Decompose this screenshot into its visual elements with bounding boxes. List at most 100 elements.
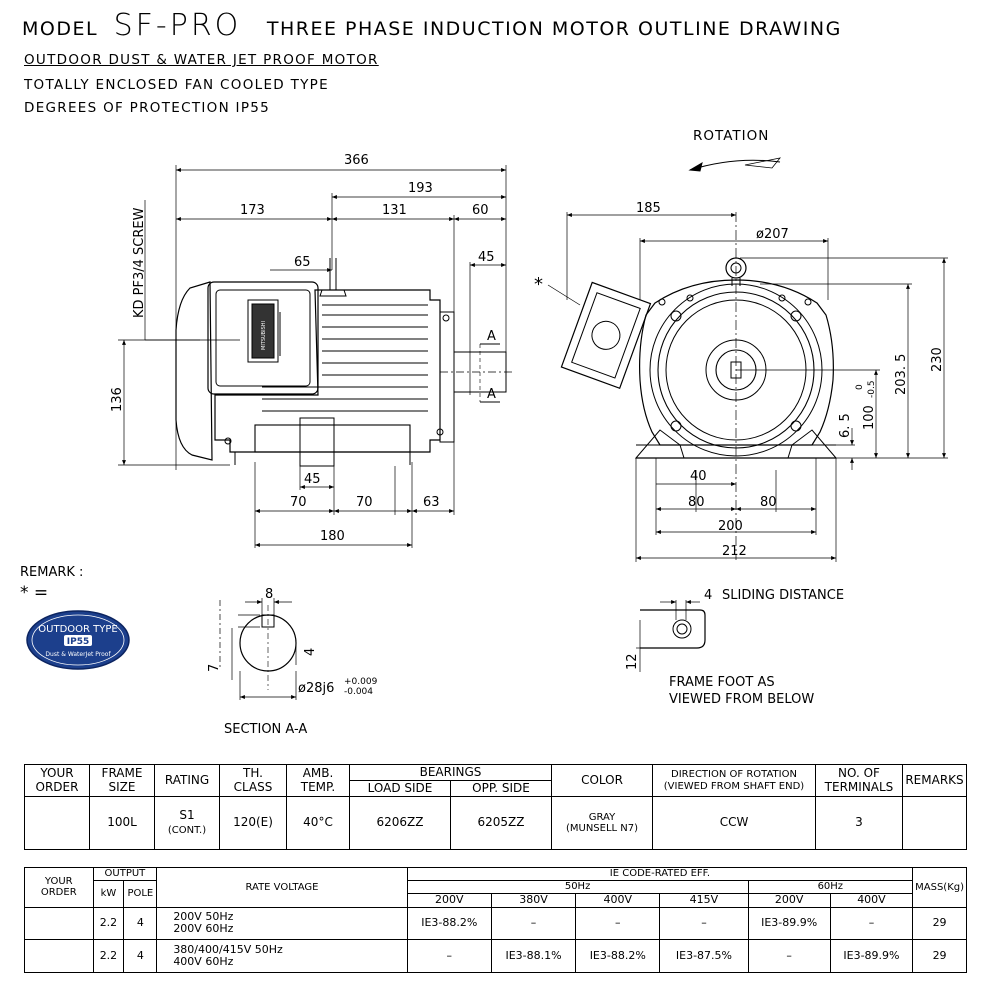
hdr-bearings: BEARINGS — [349, 764, 552, 781]
cell-eff: – — [406, 939, 492, 973]
hdr-rating: RATING — [154, 764, 220, 797]
dim-4-section: 4 — [303, 648, 318, 656]
cell-eff: – — [747, 939, 831, 973]
dim-65: 65 — [294, 255, 311, 270]
outline-drawing: 366 193 173 131 60 45 65 A A KD PF3/4 SC… — [20, 128, 948, 737]
cell-eff: IE3-88.2% — [575, 939, 661, 973]
cell-kw: 2.2 — [92, 906, 125, 941]
hdr-direction: DIRECTION OF ROTATION(VIEWED FROM SHAFT … — [652, 764, 816, 797]
cell-your-order — [24, 796, 90, 850]
hdr-60-400v: 400V — [829, 893, 914, 908]
cell-color: GRAY(MUNSELL N7) — [551, 796, 653, 850]
section-mark-bottom: A — [487, 387, 496, 402]
shaft-tol-up: +0.009 — [344, 677, 378, 687]
cell-rating: S1(CONT.) — [154, 796, 220, 850]
dim-40: 40 — [690, 469, 707, 484]
front-view — [547, 157, 948, 562]
dim-185: 185 — [636, 201, 661, 216]
cell-mass: 29 — [912, 939, 967, 973]
dim-100: 100 — [862, 405, 877, 430]
cell-eff: IE3-88.2% — [406, 906, 492, 941]
dim-100-tol-up: 0 — [855, 384, 865, 390]
hdr-50-400v: 400V — [575, 893, 661, 908]
dim-45-foot: 45 — [304, 472, 321, 487]
cell-eff: IE3-89.9% — [747, 906, 831, 941]
badge-bottom-text: Dust & WaterJet Proof — [45, 651, 111, 658]
dim-180: 180 — [320, 529, 345, 544]
cell-direction: CCW — [652, 796, 816, 850]
shaft-tol-dn: -0.004 — [344, 687, 373, 697]
cell-kw: 2.2 — [92, 939, 125, 973]
dim-203-5: 203. 5 — [894, 354, 909, 395]
cell-remarks — [902, 796, 967, 850]
cell-pole: 4 — [123, 939, 158, 973]
hdr-color: COLOR — [551, 764, 653, 797]
subtitle-enclosure: TOTALLY ENCLOSED FAN COOLED TYPE — [24, 77, 329, 93]
dim-63: 63 — [423, 495, 440, 510]
cell-terminals: 3 — [815, 796, 903, 850]
foot-label-2: VIEWED FROM BELOW — [669, 692, 814, 707]
dim-131: 131 — [382, 203, 407, 218]
dim-80a: 80 — [688, 495, 705, 510]
hdr-amb-temp: AMB.TEMP. — [286, 764, 350, 797]
remark-mark: * = — [20, 583, 48, 603]
cell-load-side: 6206ZZ — [349, 796, 451, 850]
cell-eff: – — [829, 906, 914, 941]
hdr-50-380v: 380V — [490, 893, 577, 908]
hdr-50-415v: 415V — [659, 893, 749, 908]
hdr-output: OUTPUT — [92, 867, 158, 881]
hdr-remarks: REMARKS — [902, 764, 967, 797]
dim-200: 200 — [718, 519, 743, 534]
dim-70b: 70 — [356, 495, 373, 510]
badge-ip-text: IP55 — [67, 637, 89, 647]
hdr-60hz: 60Hz — [747, 880, 914, 894]
subtitle-outdoor: OUTDOOR DUST & WATER JET PROOF MOTOR — [24, 52, 379, 68]
model-name: SF-PRO — [113, 8, 242, 43]
dim-8: 8 — [265, 587, 273, 602]
dim-12: 12 — [625, 653, 640, 670]
section-mark-top: A — [487, 329, 496, 344]
rotation-label: ROTATION — [693, 128, 769, 144]
cell-frame-size: 100L — [89, 796, 155, 850]
hdr-mass: MASS(Kg) — [912, 867, 967, 908]
cell-th-class: 120(E) — [219, 796, 287, 850]
dim-45-shaft: 45 — [478, 250, 495, 265]
sliding-label: SLIDING DISTANCE — [722, 588, 844, 603]
dim-7: 7 — [207, 664, 222, 672]
dim-80b: 80 — [760, 495, 777, 510]
dim-136: 136 — [110, 387, 125, 412]
section-a-a — [219, 598, 297, 700]
cell-eff: IE3-89.9% — [829, 939, 914, 973]
title-text: THREE PHASE INDUCTION MOTOR OUTLINE DRAW… — [266, 18, 842, 40]
hdr-50-200v: 200V — [406, 893, 492, 908]
hdr-load-side: LOAD SIDE — [349, 780, 451, 797]
side-view — [118, 165, 515, 548]
cell-eff: – — [659, 906, 749, 941]
cell-eff: IE3-88.1% — [490, 939, 577, 973]
hdr-th-class: TH.CLASS — [219, 764, 287, 797]
remark-label: REMARK : — [20, 565, 83, 580]
dim-230: 230 — [930, 347, 945, 372]
nameplate-logo: MITSUBISHI — [261, 321, 267, 350]
cell-opp-side: 6205ZZ — [450, 796, 552, 850]
frame-foot — [636, 600, 706, 672]
dim-366: 366 — [344, 153, 369, 168]
dim-6-5: 6. 5 — [838, 413, 853, 438]
dim-70a: 70 — [290, 495, 307, 510]
subtitle-protection: DEGREES OF PROTECTION IP55 — [24, 100, 271, 116]
hdr-rate-voltage: RATE VOLTAGE — [156, 867, 408, 908]
dim-173: 173 — [240, 203, 265, 218]
badge-top-text: OUTDOOR TYPE — [38, 624, 117, 635]
dim-4-foot: 4 — [704, 588, 712, 603]
hdr-kw: kW — [92, 880, 125, 908]
hdr-50hz: 50Hz — [406, 880, 749, 894]
cell-mass: 29 — [912, 906, 967, 941]
